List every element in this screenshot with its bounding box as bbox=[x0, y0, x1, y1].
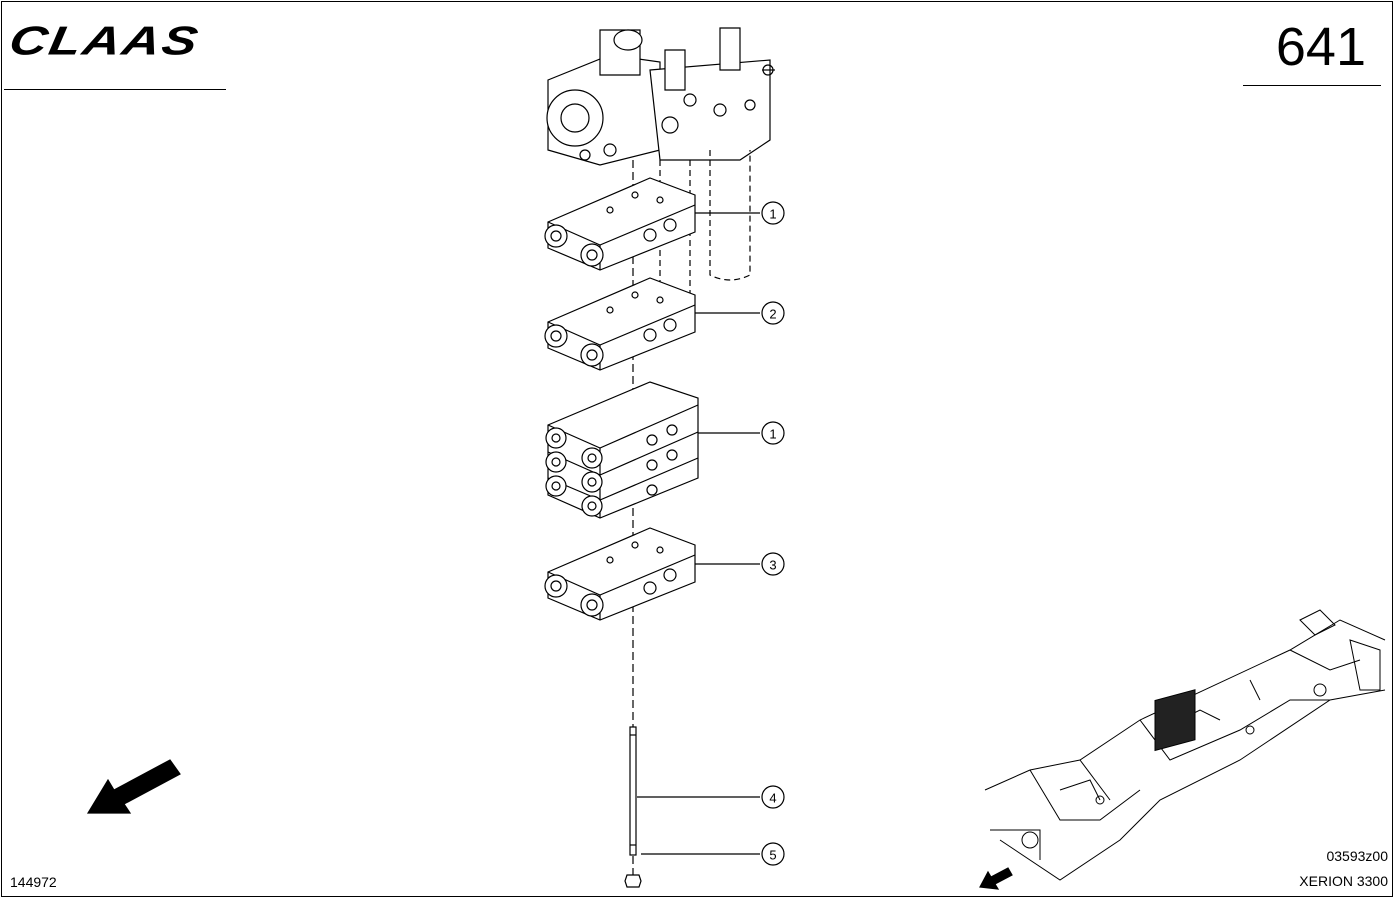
hex-nut bbox=[624, 874, 642, 888]
page-number-underline bbox=[1243, 85, 1381, 86]
orientation-arrow-small-icon bbox=[979, 867, 1013, 890]
valve-block-2 bbox=[544, 277, 696, 371]
tie-rod bbox=[629, 726, 637, 856]
callout-label-4: 4 bbox=[769, 791, 776, 806]
callout-circle-3 bbox=[761, 552, 785, 576]
callout-circle-5 bbox=[761, 842, 785, 866]
callout-circle-1a bbox=[761, 201, 785, 225]
callout-circle-2 bbox=[761, 301, 785, 325]
callout-label-1b: 1 bbox=[769, 427, 776, 442]
callout-label-2: 2 bbox=[769, 307, 776, 322]
drawing-code: 03593z00 bbox=[1326, 848, 1388, 864]
callout-circle-4 bbox=[761, 785, 785, 809]
valve-block-1 bbox=[544, 177, 696, 271]
logo-underline bbox=[4, 89, 226, 90]
reference-number: 144972 bbox=[10, 874, 57, 890]
callout-label-5: 5 bbox=[769, 848, 776, 863]
valve-block-3 bbox=[544, 527, 696, 621]
hydraulic-pump-assembly bbox=[546, 27, 775, 166]
chassis-frame-thumbnail bbox=[984, 609, 1386, 881]
callout-label-1a: 1 bbox=[769, 207, 776, 222]
machine-model: XERION 3300 bbox=[1299, 873, 1388, 889]
orientation-arrow-large-icon bbox=[86, 759, 181, 814]
callout-label-3: 3 bbox=[769, 558, 776, 573]
page-number: 641 bbox=[1275, 17, 1366, 77]
callout-circle-1b bbox=[761, 421, 785, 445]
valve-block-stack bbox=[545, 381, 699, 519]
